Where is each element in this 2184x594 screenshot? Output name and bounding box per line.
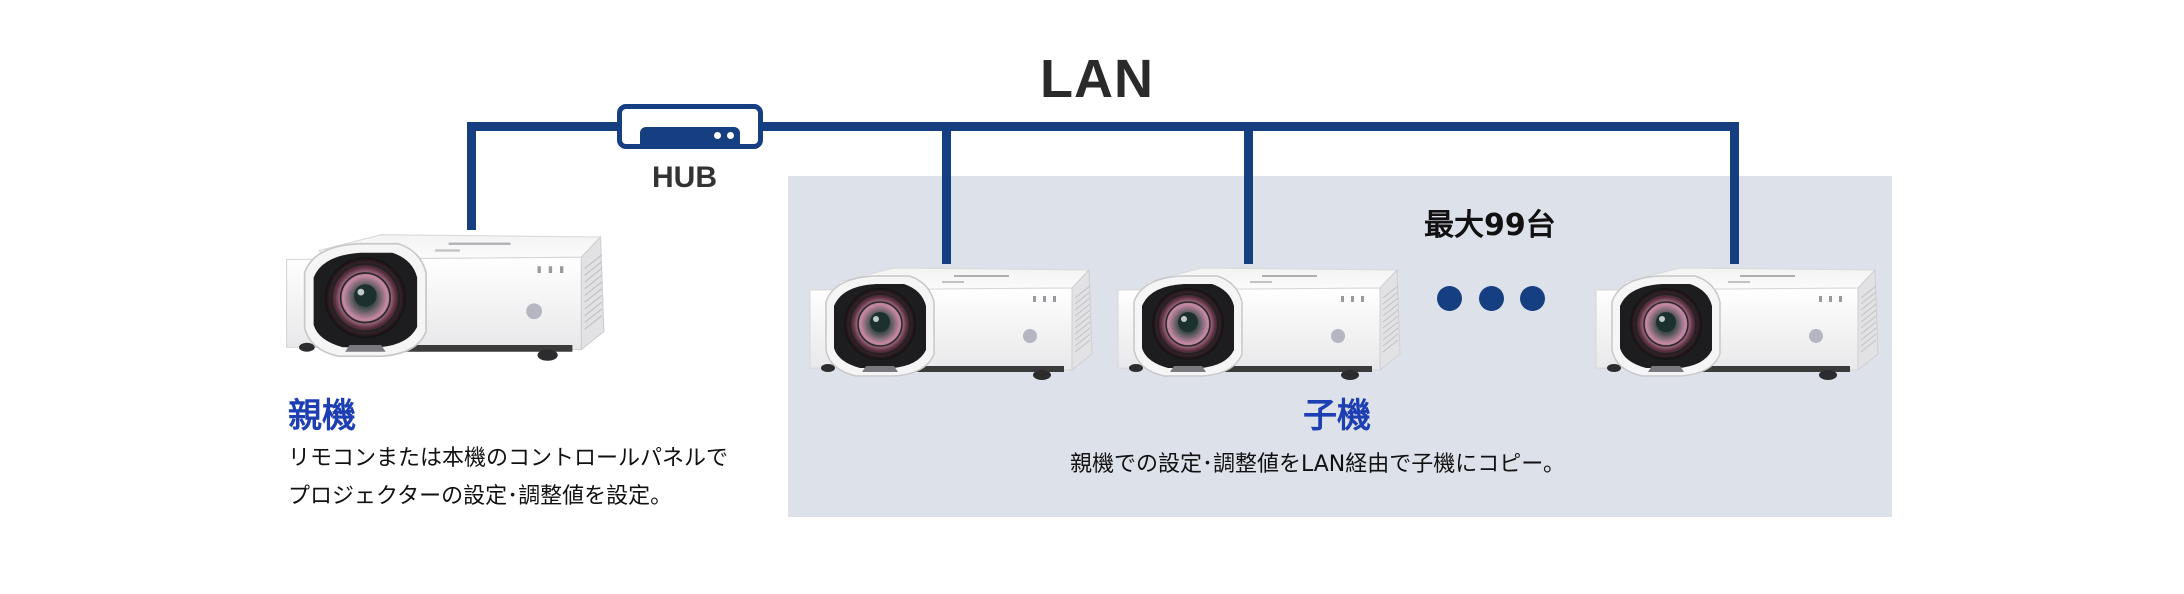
- master-connection-line: [467, 122, 476, 230]
- slave-description: 親機での設定･調整値をLAN経由で子機にコピー。: [1070, 452, 1566, 477]
- hub-port-bar: [640, 127, 740, 144]
- hub-led-icon: [714, 132, 721, 139]
- dot-icon: [1437, 286, 1462, 311]
- master-title: 親機: [288, 396, 356, 436]
- dot-icon: [1520, 286, 1545, 311]
- slave-projector-icon: [1590, 262, 1880, 382]
- master-description-line-2: プロジェクターの設定･調整値を設定。: [288, 484, 673, 509]
- slave-2-connection-line: [1244, 122, 1253, 264]
- slave-title: 子機: [1303, 396, 1371, 436]
- master-description-line-1: リモコンまたは本機のコントロールパネルで: [288, 446, 729, 471]
- lan-backbone-line: [467, 122, 1739, 131]
- hub-led-icon: [727, 132, 734, 139]
- master-projector-icon: [278, 228, 608, 363]
- dot-icon: [1479, 286, 1504, 311]
- network-hub-icon: [617, 104, 763, 149]
- slave-1-connection-line: [942, 122, 951, 264]
- slave-projector-icon: [804, 262, 1094, 382]
- hub-label: HUB: [652, 161, 717, 194]
- lan-label: LAN: [1040, 49, 1154, 109]
- max-units-label: 最大99台: [1424, 208, 1556, 243]
- slave-projector-icon: [1112, 262, 1402, 382]
- slave-3-connection-line: [1730, 122, 1739, 264]
